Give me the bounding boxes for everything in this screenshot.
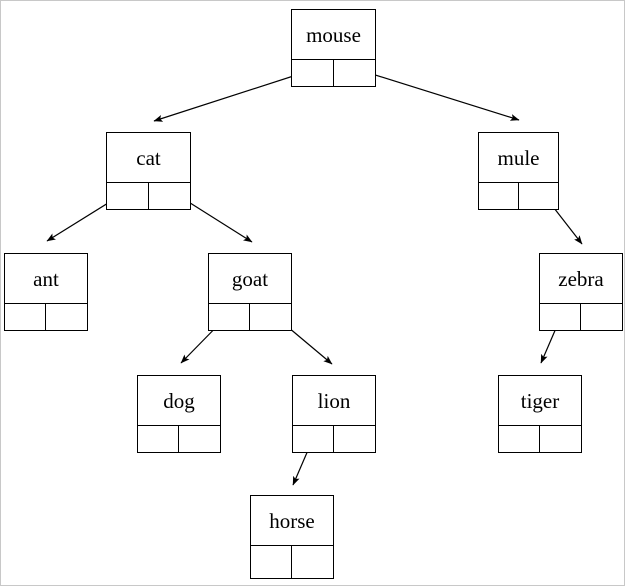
tree-node-ant[interactable]: ant xyxy=(4,253,88,331)
tree-node-right-pointer-goat[interactable] xyxy=(250,304,291,330)
tree-node-left-pointer-goat[interactable] xyxy=(209,304,250,330)
tree-node-right-pointer-cat[interactable] xyxy=(149,183,191,209)
tree-node-label-ant: ant xyxy=(5,254,87,304)
tree-edge-mouse-to-mule xyxy=(352,67,520,121)
tree-node-pointers-mule xyxy=(479,183,558,209)
tree-node-right-pointer-horse[interactable] xyxy=(292,546,333,578)
tree-node-horse[interactable]: horse xyxy=(250,495,334,579)
tree-node-label-mouse: mouse xyxy=(292,10,375,60)
tree-node-left-pointer-zebra[interactable] xyxy=(540,304,581,330)
tree-node-label-lion: lion xyxy=(293,376,375,426)
tree-node-left-pointer-mule[interactable] xyxy=(479,183,519,209)
tree-node-tiger[interactable]: tiger xyxy=(498,375,582,453)
tree-node-left-pointer-ant[interactable] xyxy=(5,304,46,330)
tree-node-label-dog: dog xyxy=(138,376,220,426)
tree-node-right-pointer-ant[interactable] xyxy=(46,304,87,330)
tree-node-right-pointer-lion[interactable] xyxy=(334,426,375,452)
tree-node-pointers-dog xyxy=(138,426,220,452)
tree-node-label-zebra: zebra xyxy=(540,254,622,304)
tree-node-label-cat: cat xyxy=(107,133,190,183)
tree-node-pointers-ant xyxy=(5,304,87,330)
tree-node-pointers-goat xyxy=(209,304,291,330)
tree-node-zebra[interactable]: zebra xyxy=(539,253,623,331)
tree-node-goat[interactable]: goat xyxy=(208,253,292,331)
tree-node-pointers-horse xyxy=(251,546,333,578)
tree-node-pointers-tiger xyxy=(499,426,581,452)
tree-node-left-pointer-dog[interactable] xyxy=(138,426,179,452)
tree-node-lion[interactable]: lion xyxy=(292,375,376,453)
tree-node-right-pointer-zebra[interactable] xyxy=(581,304,622,330)
tree-node-left-pointer-mouse[interactable] xyxy=(292,60,334,86)
tree-node-pointers-mouse xyxy=(292,60,375,86)
tree-node-label-mule: mule xyxy=(479,133,558,183)
tree-node-dog[interactable]: dog xyxy=(137,375,221,453)
tree-node-left-pointer-cat[interactable] xyxy=(107,183,149,209)
tree-node-label-horse: horse xyxy=(251,496,333,546)
tree-node-pointers-cat xyxy=(107,183,190,209)
tree-node-right-pointer-mouse[interactable] xyxy=(334,60,376,86)
tree-node-label-tiger: tiger xyxy=(499,376,581,426)
tree-node-pointers-zebra xyxy=(540,304,622,330)
tree-node-left-pointer-lion[interactable] xyxy=(293,426,334,452)
tree-node-pointers-lion xyxy=(293,426,375,452)
tree-node-left-pointer-tiger[interactable] xyxy=(499,426,540,452)
tree-node-right-pointer-dog[interactable] xyxy=(179,426,220,452)
tree-node-right-pointer-mule[interactable] xyxy=(519,183,559,209)
tree-node-cat[interactable]: cat xyxy=(106,132,191,210)
tree-node-right-pointer-tiger[interactable] xyxy=(540,426,581,452)
tree-node-left-pointer-horse[interactable] xyxy=(251,546,292,578)
tree-node-label-goat: goat xyxy=(209,254,291,304)
tree-node-mule[interactable]: mule xyxy=(478,132,559,210)
tree-node-mouse[interactable]: mouse xyxy=(291,9,376,87)
